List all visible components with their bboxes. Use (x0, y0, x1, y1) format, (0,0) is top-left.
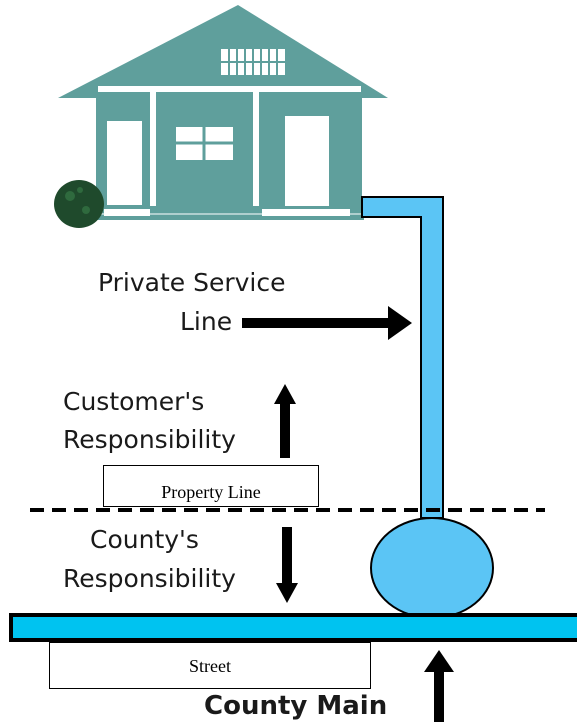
county-main-pipe (9, 613, 577, 642)
county-main-label: County Main (204, 691, 388, 721)
arrow-up-icon (424, 650, 454, 722)
arrow-down-icon (276, 527, 298, 603)
private-service-label-line1: Private Service (98, 268, 286, 297)
water-meter-icon (370, 517, 494, 619)
private-service-label-line2: Line (180, 307, 233, 336)
street-label: Street (49, 642, 371, 689)
customer-responsibility-label-line1: Customer's (63, 387, 205, 416)
arrow-up-icon (274, 384, 296, 458)
private-service-pipe (361, 196, 444, 519)
arrow-right-icon (242, 306, 412, 340)
customer-responsibility-label-line2: Responsibility (63, 425, 236, 454)
property-line-label: Property Line (103, 465, 319, 507)
county-responsibility-label-line2: Responsibility (63, 564, 236, 593)
shrub-icon (54, 180, 104, 228)
house-icon (58, 5, 388, 220)
county-responsibility-label-line1: County's (90, 525, 199, 554)
